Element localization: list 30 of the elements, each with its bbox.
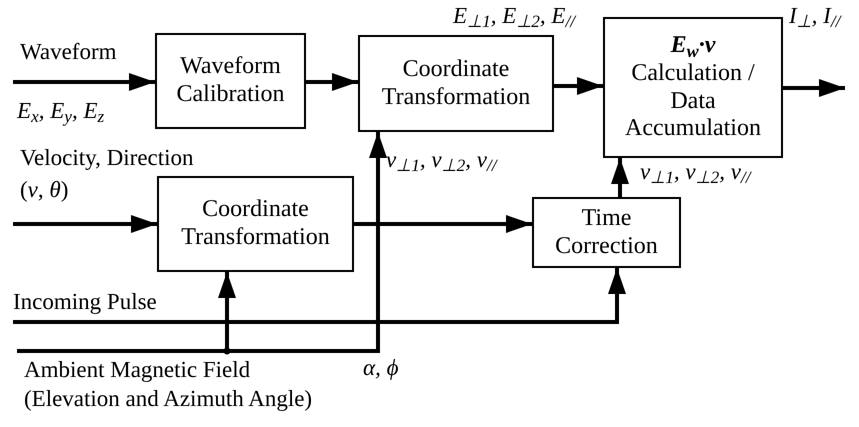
signal-label: Waveform bbox=[20, 38, 116, 66]
process-box bbox=[155, 33, 306, 129]
signal-label: α, ϕ bbox=[363, 354, 398, 382]
signal-label: Velocity, Direction bbox=[20, 144, 194, 172]
signal-label: v$_{⊥1}$, v$_{⊥2}$, v$_{//}$ bbox=[640, 158, 750, 187]
signal-label: v$_{⊥1}$, v$_{⊥2}$, v$_{//}$ bbox=[386, 146, 496, 175]
arrow bbox=[306, 73, 358, 91]
signal-label: Incoming Pulse bbox=[13, 288, 157, 316]
arrow bbox=[783, 79, 845, 97]
arrow bbox=[354, 215, 532, 233]
box-label: Coordinate Transformation bbox=[380, 56, 532, 112]
signal-label: (v, θ) bbox=[20, 176, 68, 204]
arrow bbox=[611, 158, 629, 197]
arrow bbox=[13, 215, 157, 233]
signal-label: I$_{⊥}$, I$_{//}$ bbox=[789, 2, 840, 31]
arrow bbox=[13, 73, 155, 91]
box-label: Calculation / Data Accumulation bbox=[624, 60, 762, 143]
signal-label: E$_{x}$, E$_{y}$, E$_{z}$ bbox=[17, 97, 104, 126]
box-label: Waveform Calibration bbox=[176, 53, 286, 109]
signal-label: Ambient Magnetic Field (Elevation and Azimuth Angle) bbox=[24, 356, 314, 413]
arrow bbox=[13, 268, 626, 324]
process-box bbox=[603, 17, 783, 158]
box-label: Time Correction bbox=[554, 204, 659, 260]
process-box bbox=[157, 176, 354, 272]
signal-label: E$_{⊥1}$, E$_{⊥2}$, E$_{//}$ bbox=[453, 2, 576, 31]
formula-heading: E$_{w}$·v bbox=[670, 32, 716, 60]
process-box bbox=[532, 197, 681, 268]
box-label: Coordinate Transformation bbox=[180, 196, 331, 252]
process-box bbox=[358, 35, 554, 132]
arrow bbox=[554, 77, 603, 95]
